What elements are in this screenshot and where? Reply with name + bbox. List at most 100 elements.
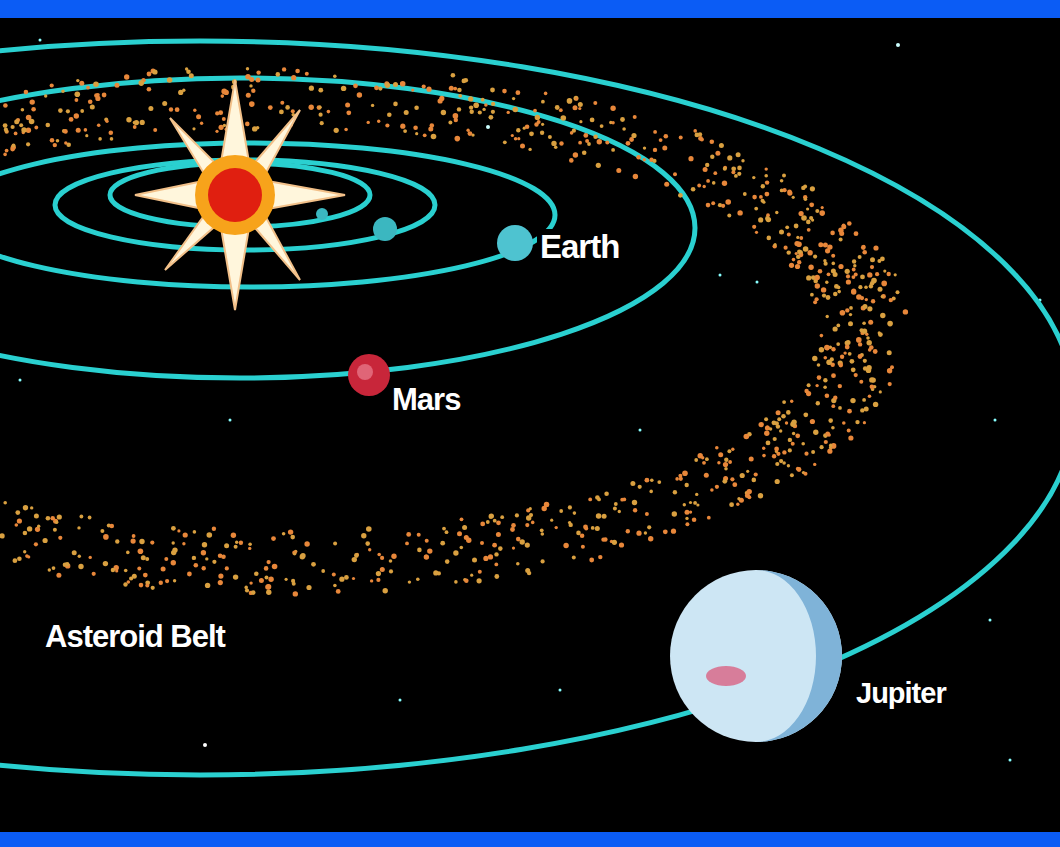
asteroid: [840, 310, 846, 316]
asteroid: [775, 462, 779, 466]
asteroid: [50, 83, 54, 87]
asteroid: [754, 472, 758, 476]
asteroid: [881, 295, 884, 298]
asteroid: [774, 447, 779, 452]
asteroid: [819, 210, 825, 216]
asteroid: [806, 207, 809, 210]
asteroid: [344, 575, 349, 580]
asteroid: [371, 104, 374, 107]
asteroid: [600, 124, 604, 128]
asteroid: [177, 529, 180, 532]
asteroid: [888, 382, 892, 386]
asteroid: [664, 182, 669, 187]
asteroid: [858, 285, 862, 289]
asteroid: [741, 159, 744, 162]
asteroid: [839, 238, 843, 242]
asteroid: [575, 97, 578, 100]
asteroid: [825, 248, 830, 253]
asteroid: [593, 135, 598, 140]
asteroid: [845, 269, 850, 274]
star: [1009, 759, 1012, 762]
asteroid: [663, 529, 668, 534]
asteroid: [472, 557, 477, 562]
asteroid: [221, 89, 227, 95]
asteroid: [648, 536, 653, 541]
asteroid: [212, 527, 216, 531]
asteroid: [110, 524, 115, 529]
asteroid: [76, 79, 79, 82]
asteroid: [77, 526, 80, 529]
asteroid: [827, 449, 832, 454]
asteroid: [56, 139, 60, 143]
asteroid: [790, 473, 794, 477]
asteroid: [493, 519, 497, 523]
asteroid: [291, 109, 295, 113]
asteroid: [366, 526, 372, 532]
asteroid: [613, 507, 617, 511]
asteroid: [224, 543, 229, 548]
asteroid: [775, 211, 778, 214]
asteroid: [483, 556, 488, 561]
asteroid: [855, 420, 859, 424]
asteroid: [266, 584, 271, 589]
asteroid: [529, 507, 532, 510]
asteroid: [415, 132, 418, 135]
asteroid: [249, 84, 252, 87]
asteroid: [823, 259, 826, 262]
asteroid: [15, 510, 20, 515]
asteroid: [550, 519, 553, 522]
asteroid: [826, 295, 831, 300]
asteroid: [688, 156, 693, 161]
star: [756, 281, 759, 284]
asteroid: [817, 375, 822, 380]
asteroid: [408, 580, 411, 583]
asteroid: [86, 86, 90, 90]
asteroid: [84, 128, 88, 132]
asteroid: [365, 541, 370, 546]
asteroid: [673, 490, 677, 494]
asteroid: [813, 463, 816, 466]
asteroid: [460, 546, 464, 550]
asteroid: [311, 562, 316, 567]
asteroid: [537, 120, 541, 124]
asteroid: [705, 457, 709, 461]
asteroid: [460, 517, 464, 521]
asteroid: [616, 168, 621, 173]
asteroid: [223, 124, 226, 127]
asteroid: [400, 124, 405, 129]
asteroid: [863, 421, 866, 424]
asteroid: [0, 533, 5, 538]
asteroid: [53, 143, 57, 147]
asteroid: [727, 214, 731, 218]
asteroid: [517, 137, 520, 140]
asteroid: [782, 461, 786, 465]
asteroid: [196, 114, 201, 119]
asteroid: [89, 556, 92, 559]
asteroid: [469, 105, 473, 109]
asteroid: [3, 153, 7, 157]
asteroid: [90, 105, 95, 110]
asteroid: [737, 210, 742, 215]
asteroid: [821, 287, 826, 292]
asteroid: [840, 355, 844, 359]
asteroid: [442, 527, 446, 531]
asteroid: [848, 435, 853, 440]
asteroid: [659, 138, 663, 142]
asteroid: [724, 458, 728, 462]
sun-core: [208, 168, 262, 222]
asteroid: [724, 467, 728, 471]
asteroid: [858, 255, 862, 259]
asteroid: [147, 72, 152, 77]
asteroid: [877, 259, 881, 263]
star: [559, 689, 562, 692]
asteroid: [280, 101, 284, 105]
asteroid: [881, 281, 887, 287]
asteroid: [870, 257, 875, 262]
asteroid: [205, 583, 210, 588]
asteroid: [862, 322, 866, 326]
asteroid: [266, 590, 271, 595]
asteroid: [821, 206, 824, 209]
asteroid: [50, 138, 55, 143]
asteroid: [871, 299, 875, 303]
asteroid: [833, 292, 838, 297]
